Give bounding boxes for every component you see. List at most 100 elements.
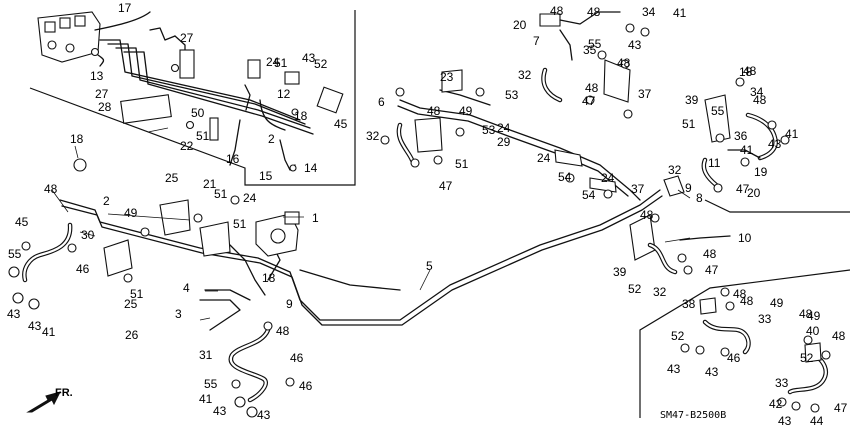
callout-24: 24 xyxy=(497,121,511,135)
callout-32: 32 xyxy=(366,129,380,143)
callout-48: 48 xyxy=(427,104,441,118)
callout-53: 53 xyxy=(482,123,496,137)
brackets-left xyxy=(73,158,240,283)
callout-48: 48 xyxy=(640,208,654,222)
callout-20: 20 xyxy=(513,18,527,32)
callout-51: 51 xyxy=(455,157,469,171)
callout-34: 34 xyxy=(642,5,656,19)
front-direction-label: FR. xyxy=(55,387,73,399)
callout-21: 21 xyxy=(203,177,217,191)
proportioning-valve xyxy=(255,211,300,257)
callout-48: 48 xyxy=(585,81,599,95)
callout-44: 44 xyxy=(810,414,824,428)
callout-24: 24 xyxy=(537,151,551,165)
callout-43: 43 xyxy=(667,362,681,376)
callout-48: 48 xyxy=(832,329,846,343)
leader-lines xyxy=(51,127,691,321)
callout-48: 48 xyxy=(799,307,813,321)
callout-47: 47 xyxy=(582,94,596,108)
callout-48: 48 xyxy=(587,5,601,19)
callout-51: 51 xyxy=(682,117,696,131)
bottom-right-assembly xyxy=(680,287,831,413)
callout-48: 48 xyxy=(276,324,290,338)
callout-12: 12 xyxy=(277,87,291,101)
callout-52: 52 xyxy=(800,351,814,365)
modulator-assembly xyxy=(37,11,101,63)
callout-31: 31 xyxy=(199,348,213,362)
callout-6: 6 xyxy=(378,95,385,109)
callout-41: 41 xyxy=(673,6,687,20)
front-left-hose xyxy=(8,222,77,310)
callout-43: 43 xyxy=(628,38,642,52)
main-brake-pipes xyxy=(59,89,663,331)
bottom-hose xyxy=(228,321,295,418)
rear-top-parts xyxy=(380,69,617,199)
callout-47: 47 xyxy=(705,263,719,277)
callout-14: 14 xyxy=(304,161,318,175)
callout-13: 13 xyxy=(90,69,104,83)
callout-52: 52 xyxy=(314,57,328,71)
callout-35: 35 xyxy=(583,43,597,57)
callout-40: 40 xyxy=(806,324,820,338)
callout-43: 43 xyxy=(768,137,782,151)
callout-43: 43 xyxy=(257,408,271,422)
callout-51: 51 xyxy=(233,217,247,231)
callout-46: 46 xyxy=(299,379,313,393)
callout-38: 38 xyxy=(682,297,696,311)
callout-39: 39 xyxy=(685,93,699,107)
callout-24: 24 xyxy=(243,191,257,205)
callout-15: 15 xyxy=(259,169,273,183)
callout-47: 47 xyxy=(439,179,453,193)
callout-32: 32 xyxy=(653,285,667,299)
callout-46: 46 xyxy=(727,351,741,365)
callout-41: 41 xyxy=(785,127,799,141)
callout-27: 27 xyxy=(95,87,109,101)
callout-2: 2 xyxy=(268,132,275,146)
callout-49: 49 xyxy=(807,309,821,323)
callout-51: 51 xyxy=(130,287,144,301)
callout-42: 42 xyxy=(769,397,783,411)
callout-48: 48 xyxy=(617,56,631,70)
callout-labels: 1223456789910111213141516171818181819202… xyxy=(7,1,848,428)
callout-2: 2 xyxy=(103,194,110,208)
callout-9: 9 xyxy=(685,181,692,195)
callout-1: 1 xyxy=(312,211,319,225)
callout-53: 53 xyxy=(505,88,519,102)
callout-25: 25 xyxy=(165,171,179,185)
callout-29: 29 xyxy=(497,135,511,149)
callout-16: 16 xyxy=(226,152,240,166)
callout-52: 52 xyxy=(628,282,642,296)
callout-10: 10 xyxy=(738,231,752,245)
callout-55: 55 xyxy=(204,377,218,391)
callout-48: 48 xyxy=(44,182,58,196)
callout-30: 30 xyxy=(81,228,95,242)
callout-41: 41 xyxy=(42,325,56,339)
callout-28: 28 xyxy=(98,100,112,114)
callout-48: 48 xyxy=(743,64,757,78)
callout-5: 5 xyxy=(426,259,433,273)
callout-51: 51 xyxy=(196,129,210,143)
callout-54: 54 xyxy=(558,170,572,184)
callout-51: 51 xyxy=(214,187,228,201)
callout-32: 32 xyxy=(518,68,532,82)
callout-7: 7 xyxy=(533,34,540,48)
callout-49: 49 xyxy=(770,296,784,310)
callout-37: 37 xyxy=(638,87,652,101)
callout-43: 43 xyxy=(213,404,227,418)
callout-47: 47 xyxy=(834,401,848,415)
callout-43: 43 xyxy=(28,319,42,333)
callout-51: 51 xyxy=(274,56,288,70)
callout-54: 54 xyxy=(582,188,596,202)
callout-11: 11 xyxy=(708,156,721,170)
far-right-assembly xyxy=(701,77,790,193)
callout-55: 55 xyxy=(588,37,602,51)
callout-32: 32 xyxy=(668,163,682,177)
callout-17: 17 xyxy=(118,1,132,15)
bundled-brake-lines xyxy=(90,11,344,172)
callout-33: 33 xyxy=(758,312,772,326)
callout-41: 41 xyxy=(199,392,213,406)
callout-43: 43 xyxy=(778,414,792,428)
callout-24: 24 xyxy=(601,171,615,185)
diagram-ref-code: SM47-B2500B xyxy=(660,410,726,421)
